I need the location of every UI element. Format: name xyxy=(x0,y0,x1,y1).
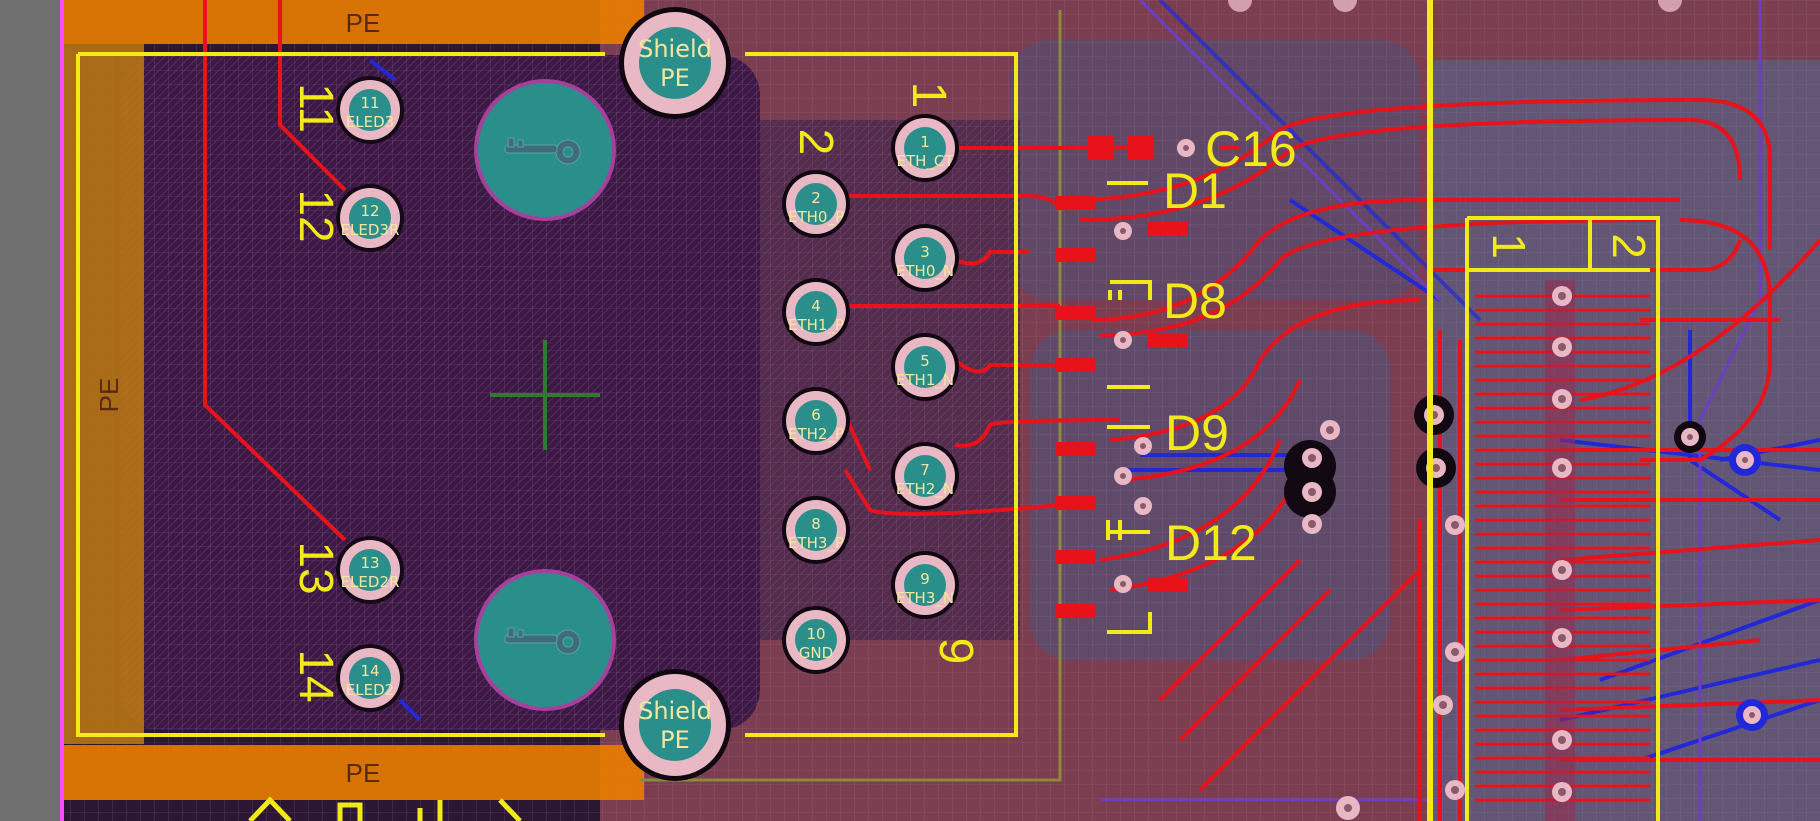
pad-net: ETH_CT xyxy=(896,152,954,171)
shield-pad-top[interactable]: Shield PE xyxy=(619,7,731,119)
shield-pad-bottom[interactable]: Shield PE xyxy=(619,669,731,781)
silk-pin-12: 12 xyxy=(289,189,342,242)
pad-net: ELED3 xyxy=(346,113,394,131)
shield-net-label: PE xyxy=(660,726,690,754)
shield-label: Shield xyxy=(638,35,712,63)
cutoff-silk-text xyxy=(417,800,443,821)
cutoff-silk-text xyxy=(337,802,363,821)
rj45-pad-5[interactable]: 5 ETH1_N xyxy=(891,333,959,401)
shield-net-label: PE xyxy=(660,64,690,92)
led-pad-13[interactable]: 13 ELED2R xyxy=(336,536,404,604)
silk-header-pin-1: 1 xyxy=(1483,233,1535,259)
pad-number: 11 xyxy=(360,94,379,112)
mounting-hole-bottom[interactable] xyxy=(474,569,616,711)
designator-d12[interactable]: D12 xyxy=(1165,515,1257,571)
mounting-hole-top[interactable] xyxy=(474,79,616,221)
silk-pin-9: 9 xyxy=(929,638,982,665)
silk-pin-13: 13 xyxy=(289,541,342,594)
silk-pin-14: 14 xyxy=(289,649,342,702)
pe-label-top: PE xyxy=(346,8,381,38)
pad-number: 2 xyxy=(811,189,821,207)
pad-number: 3 xyxy=(920,243,930,261)
key-icon xyxy=(504,137,581,165)
rj45-pad-4[interactable]: 4 ETH1_P xyxy=(782,278,850,346)
pad-number: 10 xyxy=(806,625,825,643)
pad-number: 8 xyxy=(811,515,821,533)
pad-net: ELED3R xyxy=(341,221,400,239)
designator-c16[interactable]: C16 xyxy=(1205,121,1297,177)
silkscreen-outline xyxy=(76,0,1660,821)
off-board-area xyxy=(0,0,58,821)
pad-number: 12 xyxy=(360,202,379,220)
led-pad-12[interactable]: 12 ELED3R xyxy=(336,184,404,252)
pad-number: 13 xyxy=(360,554,379,572)
keepout-top xyxy=(64,0,644,44)
pad-net: ETH3_N xyxy=(896,589,954,608)
silk-pin-2: 2 xyxy=(789,129,842,156)
pe-label-left: PE xyxy=(94,378,124,413)
rj45-pad-7[interactable]: 7 ETH2_N xyxy=(891,442,959,510)
rj45-pad-9[interactable]: 9 ETH3_N xyxy=(891,551,959,619)
designator-d8[interactable]: D8 xyxy=(1163,273,1227,329)
pe-label-bottom: PE xyxy=(346,758,381,788)
pad-net: GND xyxy=(799,644,833,662)
pad-net: ETH1_N xyxy=(896,371,954,390)
designator-d1[interactable]: D1 xyxy=(1163,163,1227,219)
pad-net: ELED2R xyxy=(341,573,400,591)
outline-traces xyxy=(640,0,1762,821)
rj45-pad-1[interactable]: 1 ETH_CT xyxy=(891,114,959,182)
pad-number: 6 xyxy=(811,406,821,424)
pad-net: ETH2_N xyxy=(896,480,954,499)
crosshair-icon xyxy=(490,340,600,450)
header-pads[interactable] xyxy=(1552,286,1572,802)
silk-pin-1: 1 xyxy=(902,82,955,109)
rj45-pad-3[interactable]: 3 ETH0_N xyxy=(891,224,959,292)
shield-label: Shield xyxy=(638,697,712,725)
cutoff-silk-text xyxy=(248,796,292,821)
led-pad-14[interactable]: 14 ELED2 xyxy=(336,644,404,712)
pad-net: ETH0_P xyxy=(788,208,844,227)
pad-net: ETH3_P xyxy=(788,534,844,553)
pad-number: 5 xyxy=(920,352,930,370)
pad-net: ETH1_P xyxy=(788,316,844,335)
rj45-pad-8[interactable]: 8 ETH3_P xyxy=(782,496,850,564)
pad-number: 1 xyxy=(920,133,930,151)
silk-pin-11: 11 xyxy=(289,83,342,133)
cutoff-silk-text xyxy=(498,798,522,821)
rj45-pad-10[interactable]: 10 GND xyxy=(782,606,850,674)
top-layer-traces[interactable] xyxy=(203,0,1820,821)
key-icon xyxy=(504,627,581,655)
smd-pads[interactable] xyxy=(1055,136,1188,618)
designator-d9[interactable]: D9 xyxy=(1165,405,1229,461)
vias[interactable] xyxy=(1177,0,1768,820)
pad-number: 14 xyxy=(360,662,379,680)
pad-net: ETH2_P xyxy=(788,425,844,444)
pad-number: 4 xyxy=(811,297,821,315)
rj45-pad-2[interactable]: 2 ETH0_P xyxy=(782,170,850,238)
pad-net: ETH0_N xyxy=(896,262,954,281)
pad-number: 7 xyxy=(920,461,930,479)
pad-number: 9 xyxy=(920,570,930,588)
pad-net: ELED2 xyxy=(346,681,394,699)
led-pad-11[interactable]: 11 ELED3 xyxy=(336,76,404,144)
rj45-pad-6[interactable]: 6 ETH2_P xyxy=(782,387,850,455)
silk-header-pin-2: 2 xyxy=(1603,233,1655,259)
keepout-bottom xyxy=(64,745,644,800)
